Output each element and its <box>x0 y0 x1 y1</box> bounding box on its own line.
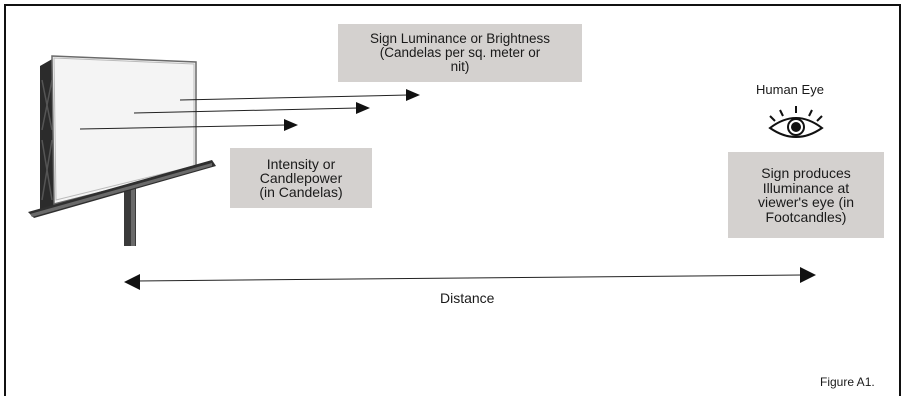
ray-upper <box>179 94 409 101</box>
human-eye-label: Human Eye <box>756 82 824 97</box>
ray-middle <box>133 107 359 114</box>
figure-frame <box>4 4 901 396</box>
luminance-label-box: Sign Luminance or Brightness (Candelas p… <box>338 24 582 82</box>
intensity-label-box: Intensity or Candlepower (in Candelas) <box>230 148 372 208</box>
intensity-label: Intensity or Candlepower (in Candelas) <box>259 156 343 200</box>
illuminance-label-box: Sign produces Illuminance at viewer's ey… <box>728 152 884 238</box>
light-rays <box>79 89 420 131</box>
distance-arrow <box>124 267 816 290</box>
eye-icon <box>768 106 824 138</box>
billboard-icon <box>28 55 216 246</box>
ray-lower <box>79 124 287 130</box>
illuminance-label: Sign produces Illuminance at viewer's ey… <box>757 165 855 225</box>
distance-label: Distance <box>440 290 495 306</box>
luminance-label: Sign Luminance or Brightness (Candelas p… <box>369 31 551 74</box>
figure-caption: Figure A1. <box>820 375 875 389</box>
